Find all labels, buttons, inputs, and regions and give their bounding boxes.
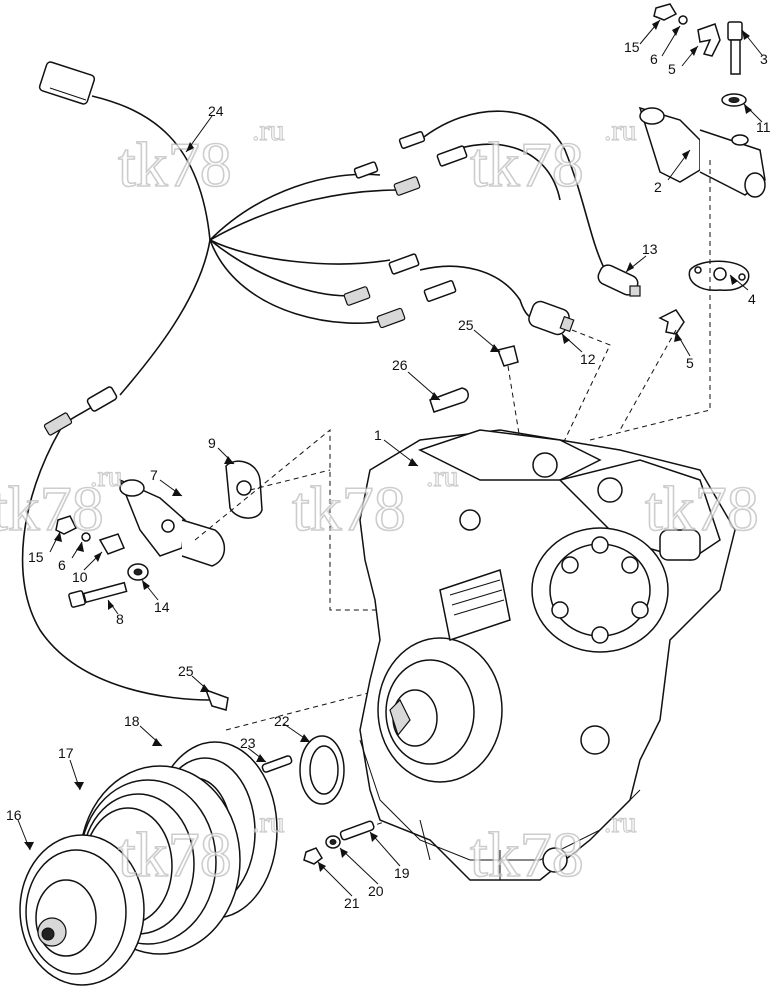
- callout-24: 24: [208, 103, 224, 119]
- callout-22: 22: [274, 713, 290, 729]
- hub-16: [19, 834, 145, 986]
- nut-15-top: [653, 3, 678, 21]
- gasket-9: [225, 460, 263, 519]
- callout-17: 17: [58, 745, 74, 761]
- seal-22: [299, 735, 345, 805]
- callout-25-lower: 25: [178, 663, 194, 679]
- sensor-13: [597, 264, 641, 297]
- callout-19: 19: [394, 865, 410, 881]
- svg-text:.ru: .ru: [604, 114, 637, 147]
- callout-15-top: 15: [624, 39, 640, 55]
- svg-text:.ru: .ru: [426, 460, 459, 493]
- svg-text:tk78: tk78: [0, 473, 104, 544]
- svg-text:tk78: tk78: [470, 129, 584, 200]
- gasket-4: [688, 260, 750, 291]
- washer-6-left: [81, 532, 91, 542]
- svg-text:.ru: .ru: [252, 114, 285, 147]
- pin-19: [339, 820, 375, 841]
- callout-4: 4: [748, 291, 756, 307]
- bracket-26: [429, 387, 469, 413]
- callout-9: 9: [208, 435, 216, 451]
- callout-13: 13: [642, 241, 658, 257]
- callout-10: 10: [72, 569, 88, 585]
- callout-5-top: 5: [668, 61, 676, 77]
- callout-5-lower: 5: [686, 355, 694, 371]
- callout-12: 12: [580, 351, 596, 367]
- svg-text:tk78: tk78: [645, 473, 759, 544]
- fitting-7: [118, 478, 226, 567]
- washer-11: [721, 93, 747, 107]
- callout-11: 11: [756, 119, 771, 135]
- callout-2: 2: [654, 179, 662, 195]
- callout-3: 3: [760, 51, 768, 67]
- callout-20: 20: [368, 883, 384, 899]
- svg-text:.ru: .ru: [90, 460, 123, 493]
- svg-text:tk78: tk78: [470, 819, 584, 890]
- svg-text:tk78: tk78: [118, 129, 232, 200]
- fitting-assembly-top: [638, 3, 766, 335]
- svg-text:.ru: .ru: [604, 806, 637, 839]
- sensor-12: [528, 300, 575, 336]
- key-23: [261, 755, 293, 773]
- elbow-5-top: [697, 23, 721, 57]
- callout-23: 23: [240, 735, 256, 751]
- clip-25-lower: [204, 688, 229, 711]
- callout-21: 21: [344, 895, 360, 911]
- nut-15-left: [55, 515, 78, 535]
- callout-7: 7: [150, 467, 158, 483]
- bolt-3: [727, 21, 743, 75]
- washer-20: [325, 835, 341, 849]
- callout-26: 26: [392, 357, 408, 373]
- washer-6-top: [678, 15, 688, 25]
- nut-21: [303, 847, 323, 865]
- callout-25-upper: 25: [458, 317, 474, 333]
- washer-14: [127, 563, 149, 581]
- compressor-body: [359, 429, 736, 881]
- clip-25-upper: [497, 345, 519, 367]
- elbow-10: [98, 533, 125, 555]
- callout-labels: 15 6 5 3 11 2 24 13 4 25 12 5 26 1 9 7 1…: [6, 39, 771, 911]
- svg-text:tk78: tk78: [292, 473, 406, 544]
- callout-18: 18: [124, 713, 140, 729]
- callout-6-left: 6: [58, 557, 66, 573]
- callout-15-left: 15: [28, 549, 44, 565]
- watermarks: tk78 .ru tk78 .ru tk78 .ru tk78 .ru tk78…: [0, 113, 760, 890]
- callout-1: 1: [374, 427, 382, 443]
- callout-8: 8: [116, 611, 124, 627]
- elbow-5-lower: [658, 309, 685, 335]
- callout-16: 16: [6, 807, 22, 823]
- fitting-assembly-left: [55, 460, 263, 608]
- bolt-8: [68, 581, 128, 608]
- svg-text:tk78: tk78: [118, 819, 232, 890]
- arrowheads: [24, 20, 752, 872]
- svg-text:.ru: .ru: [252, 806, 285, 839]
- fitting-2: [638, 106, 766, 198]
- harness-main-connector: [38, 61, 96, 105]
- callout-14: 14: [154, 599, 170, 615]
- callout-6-top: 6: [650, 51, 658, 67]
